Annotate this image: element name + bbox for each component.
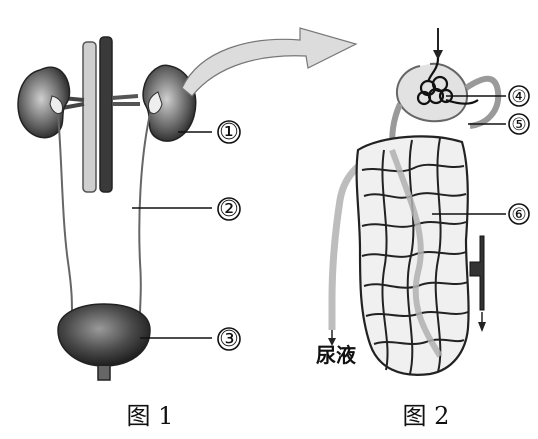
ureter-right [139,114,150,316]
label-1: ① [219,120,239,145]
kidney-left [18,67,69,137]
figure-1-caption: 图 1 [127,402,174,430]
renal-vessels-right [112,96,140,104]
efferent-vessel [470,236,484,310]
label-4: ④ [511,87,526,107]
label-2: ② [219,197,239,222]
urethra [98,366,110,380]
aorta-vessel [100,37,112,192]
label-6: ⑥ [511,205,526,225]
label-3: ③ [219,327,239,352]
figure-2-caption: 图 2 [403,402,450,430]
magnify-arrow [182,28,356,96]
vein-vessel [83,42,96,192]
label-5: ⑤ [511,115,526,135]
bladder [58,304,150,366]
ureter-left [58,114,72,316]
urine-label: 尿液 [316,343,357,367]
figure-2: 尿液 ④ ⑤ ⑥ 图 2 [316,28,529,430]
figure-1: ① ② ③ 图 1 [18,37,240,430]
